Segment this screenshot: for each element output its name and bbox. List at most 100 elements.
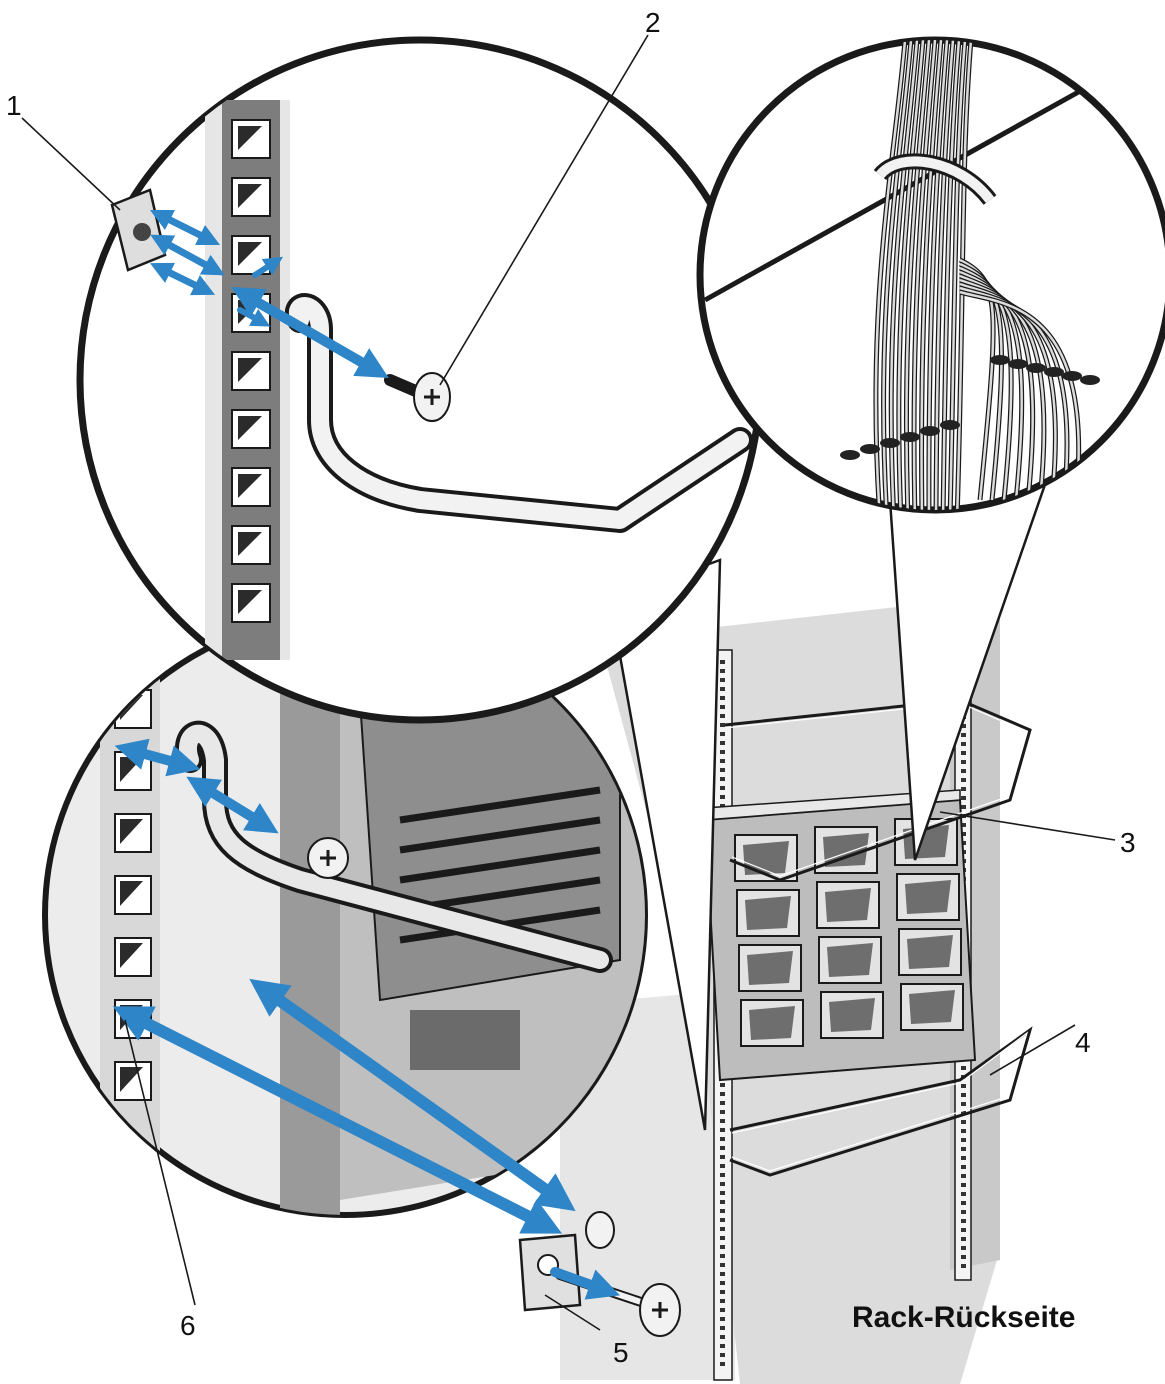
rail-hole xyxy=(720,1272,725,1276)
server-blade-grille xyxy=(907,935,953,969)
rail-hole xyxy=(961,1264,966,1268)
rail-hole xyxy=(720,732,725,736)
rail-hole xyxy=(961,1066,966,1070)
rail-hole xyxy=(961,760,966,764)
cable-connector xyxy=(860,444,880,454)
cable-highlight xyxy=(955,40,973,510)
cable-connector xyxy=(1008,359,1028,369)
cable-highlight xyxy=(882,40,913,510)
rail-hole xyxy=(961,1156,966,1160)
rail-slot-shadow xyxy=(238,126,262,150)
cable-connector xyxy=(940,420,960,430)
rail-hole xyxy=(720,696,725,700)
leader-lines xyxy=(21,34,1116,1331)
rail-hole xyxy=(961,1138,966,1142)
rail-hole xyxy=(720,1164,725,1168)
server-blade-grille xyxy=(827,943,873,977)
rail-hole xyxy=(961,769,966,773)
rail-hole xyxy=(720,795,725,799)
cable-highlight xyxy=(889,40,919,510)
rail-hole xyxy=(720,678,725,682)
callout-4: 4 xyxy=(1075,1027,1091,1058)
rail-slot xyxy=(231,409,271,449)
cable-connector xyxy=(1080,375,1100,385)
top-detail-circle xyxy=(76,36,764,724)
bottom-arrow-long-right xyxy=(249,978,576,1212)
cable-highlight xyxy=(948,40,967,510)
leader-5 xyxy=(544,1294,601,1331)
rail-hole xyxy=(720,1317,725,1321)
rail-hole xyxy=(720,804,725,808)
rail-slot xyxy=(231,467,271,507)
callout-3: 3 xyxy=(1120,827,1136,858)
rail-hole xyxy=(961,823,966,827)
rail-hole xyxy=(961,1147,966,1151)
screw-insert-arrow xyxy=(550,1267,621,1300)
rail-hole xyxy=(961,1246,966,1250)
rail-slot-shadow xyxy=(238,474,262,498)
cable-tray-lower-highlight xyxy=(731,1031,1029,1172)
leader-3 xyxy=(939,811,1116,841)
server-blade-grille xyxy=(823,833,869,867)
diagram-caption: Rack-Rückseite xyxy=(852,1301,1075,1334)
rail-slot-shadow xyxy=(238,242,262,266)
cage-nut-hole xyxy=(133,223,151,241)
rail-hole xyxy=(720,1128,725,1132)
rail-hole xyxy=(720,723,725,727)
rail-hole xyxy=(720,1182,725,1186)
rail-hole xyxy=(961,1120,966,1124)
chassis-fin xyxy=(399,846,601,884)
cable-highlight xyxy=(920,40,943,510)
top-thumbscrew-cross xyxy=(424,389,440,405)
cable-highlight xyxy=(959,274,1034,501)
rail-hole xyxy=(720,1263,725,1267)
rail-hole xyxy=(961,751,966,755)
top-arrow-cage-3 xyxy=(149,262,216,296)
cable-connector xyxy=(1062,371,1082,381)
callout-2: 2 xyxy=(645,7,661,38)
rail-hole xyxy=(961,1219,966,1223)
rail-hole xyxy=(720,1227,725,1231)
top-arrow-thumbscrew xyxy=(231,287,389,378)
rail-slot-shadow xyxy=(120,881,143,906)
bottom-bracket-block xyxy=(410,1010,520,1070)
rail-hole xyxy=(720,1110,725,1114)
rail-hole xyxy=(720,1335,725,1339)
rail-hole xyxy=(720,1092,725,1096)
chassis-fin xyxy=(399,786,601,824)
bottom-arrow-thumbscrew xyxy=(186,776,279,834)
cable-connector xyxy=(840,450,860,460)
mounting-bracket-assembly xyxy=(518,1211,681,1337)
rail-hole xyxy=(720,1101,725,1105)
rail-hole xyxy=(720,1299,725,1303)
rail-hole xyxy=(720,1137,725,1141)
rail-slot-shadow xyxy=(238,590,262,614)
leader-2 xyxy=(439,34,649,386)
rail-hole xyxy=(961,778,966,782)
cable-tray-lower xyxy=(729,1026,1033,1177)
right-detail-circle xyxy=(696,36,1165,514)
bracket-nut xyxy=(585,1211,615,1249)
cable-highlight xyxy=(959,278,1046,501)
rail-hole xyxy=(961,1237,966,1241)
rail-hole xyxy=(720,669,725,673)
rail-hole xyxy=(720,1353,725,1357)
leader-4 xyxy=(989,1024,1076,1076)
rail-hole xyxy=(961,1228,966,1232)
callout-1: 1 xyxy=(6,90,22,121)
rail-hole xyxy=(720,1236,725,1240)
bottom-thumbscrew-head xyxy=(320,850,336,866)
server-blade-grille xyxy=(829,998,875,1032)
rail-hole xyxy=(720,1083,725,1087)
cable-highlight xyxy=(959,262,1003,501)
screw-head-cross xyxy=(652,1302,668,1318)
rail-hole xyxy=(961,1102,966,1106)
rail-hole xyxy=(961,1183,966,1187)
server-blade-grille xyxy=(905,880,951,914)
rail-hole xyxy=(720,1245,725,1249)
rail-slot-shadow xyxy=(120,943,143,968)
rail-hole xyxy=(961,1084,966,1088)
cable-connector xyxy=(1044,367,1064,377)
